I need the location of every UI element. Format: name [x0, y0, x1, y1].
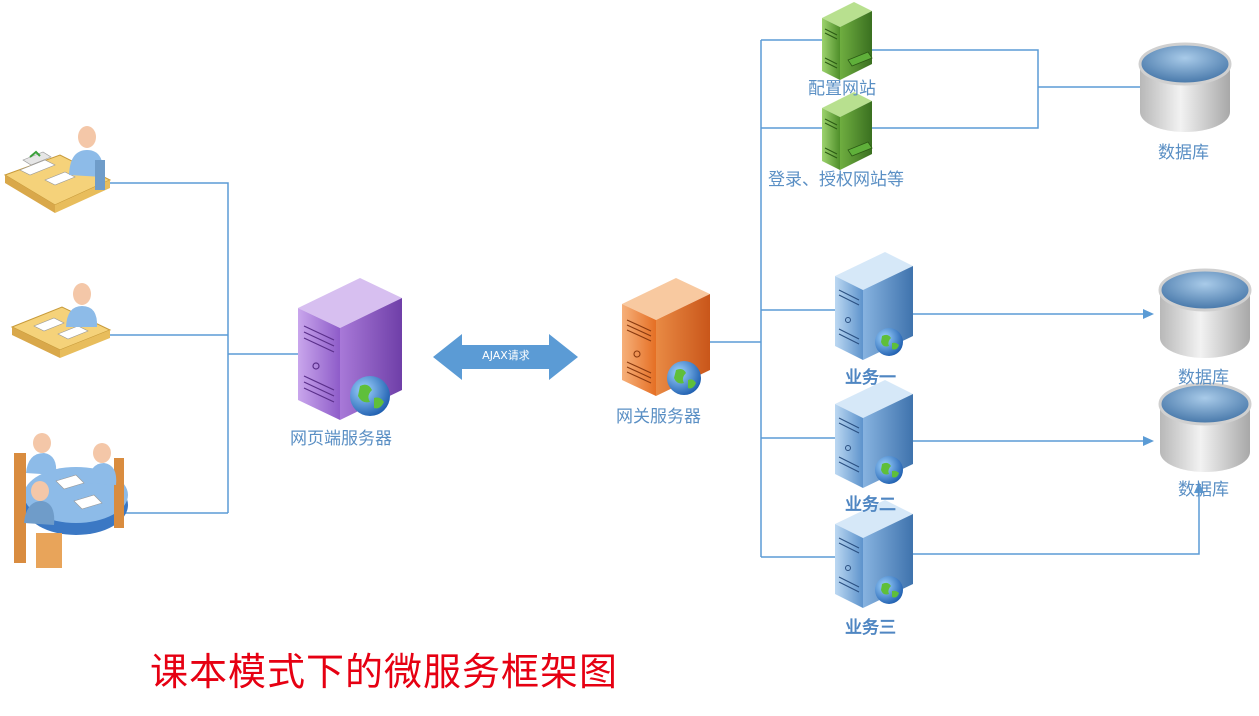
business-1-label: 业务一 [845, 368, 896, 388]
config-site-label: 配置网站 [808, 79, 876, 99]
meeting-table-icon [14, 433, 128, 568]
arrowhead-db3-up [1194, 482, 1204, 493]
business1-server-icon [835, 252, 913, 360]
business3-server-icon [835, 500, 913, 608]
globe-icon [875, 456, 903, 484]
arrowhead-db2 [1143, 309, 1154, 319]
business3-to-db [912, 485, 1200, 555]
globe-icon [667, 361, 701, 395]
login-server-icon [822, 92, 873, 170]
database-1-icon [1138, 42, 1232, 132]
database-2-icon [1158, 268, 1252, 358]
gateway-server-label: 网关服务器 [616, 407, 701, 427]
config-to-db-line [868, 49, 1039, 129]
globe-icon [350, 376, 390, 416]
web-server-label: 网页端服务器 [290, 429, 392, 449]
business-2-label: 业务二 [845, 495, 896, 515]
gateway-server-icon [622, 278, 710, 396]
arrowhead-db3 [1143, 436, 1154, 446]
user1-connector [100, 182, 229, 513]
ajax-request-label: AJAX请求 [482, 349, 530, 362]
business2-server-icon [835, 380, 913, 488]
database-2-label: 数据库 [1178, 368, 1229, 388]
database-1-label: 数据库 [1158, 143, 1209, 163]
globe-icon [875, 576, 903, 604]
config-server-icon [822, 2, 873, 80]
diagram-title: 课本模式下的微服务框架图 [150, 650, 619, 694]
globe-icon [875, 328, 903, 356]
login-site-label: 登录、授权网站等 [768, 170, 904, 190]
database-3-label: 数据库 [1178, 480, 1229, 500]
user-desk-icon [10, 283, 112, 358]
business-3-label: 业务三 [845, 618, 896, 638]
ajax-double-arrow [433, 334, 578, 380]
database-3-icon [1158, 382, 1252, 472]
web-server-icon [298, 278, 402, 420]
user-desk-icon [3, 126, 112, 213]
